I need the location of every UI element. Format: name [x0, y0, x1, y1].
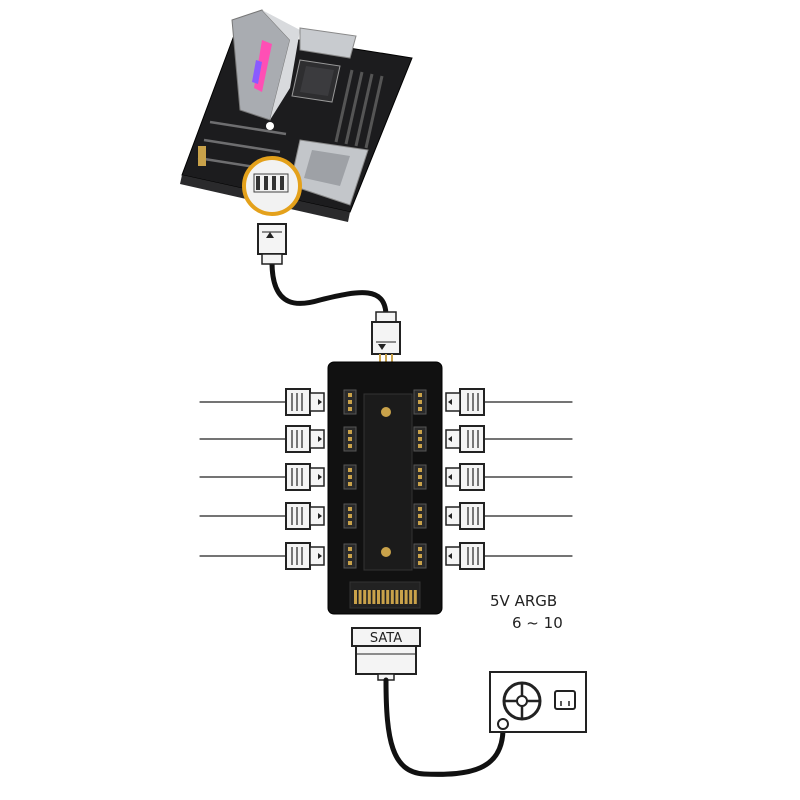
- left-fan-port-2: [199, 425, 325, 453]
- sata-label: SATA: [370, 631, 402, 646]
- input-cable: [269, 259, 389, 319]
- sata-pin: [400, 590, 403, 604]
- sata-connector: SATA: [351, 627, 421, 681]
- left-header-2: [343, 426, 357, 452]
- argb-spec-label: 5V ARGB: [490, 592, 557, 610]
- left-fan-port-5: [199, 542, 325, 570]
- sata-pin: [413, 590, 417, 604]
- right-fan-port-5: [445, 542, 573, 570]
- right-fan-port-3: [445, 463, 573, 491]
- sata-pin: [395, 590, 399, 604]
- right-header-2: [413, 426, 427, 452]
- sata-pin: [363, 590, 367, 604]
- sata-pin: [354, 590, 357, 604]
- left-fan-port-4: [199, 502, 325, 530]
- left-header-1: [343, 389, 357, 415]
- right-fan-port-1: [445, 388, 573, 416]
- hub-input-connector: [371, 311, 401, 372]
- iec-socket-icon: [554, 690, 576, 710]
- right-header-4: [413, 503, 427, 529]
- sata-pin: [381, 590, 385, 604]
- power-cable: [383, 677, 506, 777]
- sata-pin: [372, 590, 376, 604]
- motherboard-image: [180, 9, 413, 222]
- power-supply-unit: [489, 671, 587, 733]
- sata-pin: [377, 590, 380, 604]
- right-fan-port-2: [445, 425, 573, 453]
- fan-ports: [199, 388, 573, 570]
- fan-count-label: 6 ~ 10: [512, 614, 563, 632]
- motherboard-side-connector: [257, 223, 287, 265]
- left-header-5: [343, 543, 357, 569]
- sata-pin: [409, 590, 413, 604]
- sata-pin: [404, 590, 408, 604]
- left-header-3: [343, 464, 357, 490]
- sata-pin: [367, 590, 371, 604]
- left-fan-port-3: [199, 463, 325, 491]
- sata-pin: [390, 590, 394, 604]
- right-fan-port-4: [445, 502, 573, 530]
- argb-hub-board: [327, 361, 443, 615]
- sata-pin: [386, 590, 390, 604]
- sata-pin: [358, 590, 362, 604]
- left-header-4: [343, 503, 357, 529]
- left-fan-port-1: [199, 388, 325, 416]
- right-header-3: [413, 464, 427, 490]
- right-header-5: [413, 543, 427, 569]
- right-header-1: [413, 389, 427, 415]
